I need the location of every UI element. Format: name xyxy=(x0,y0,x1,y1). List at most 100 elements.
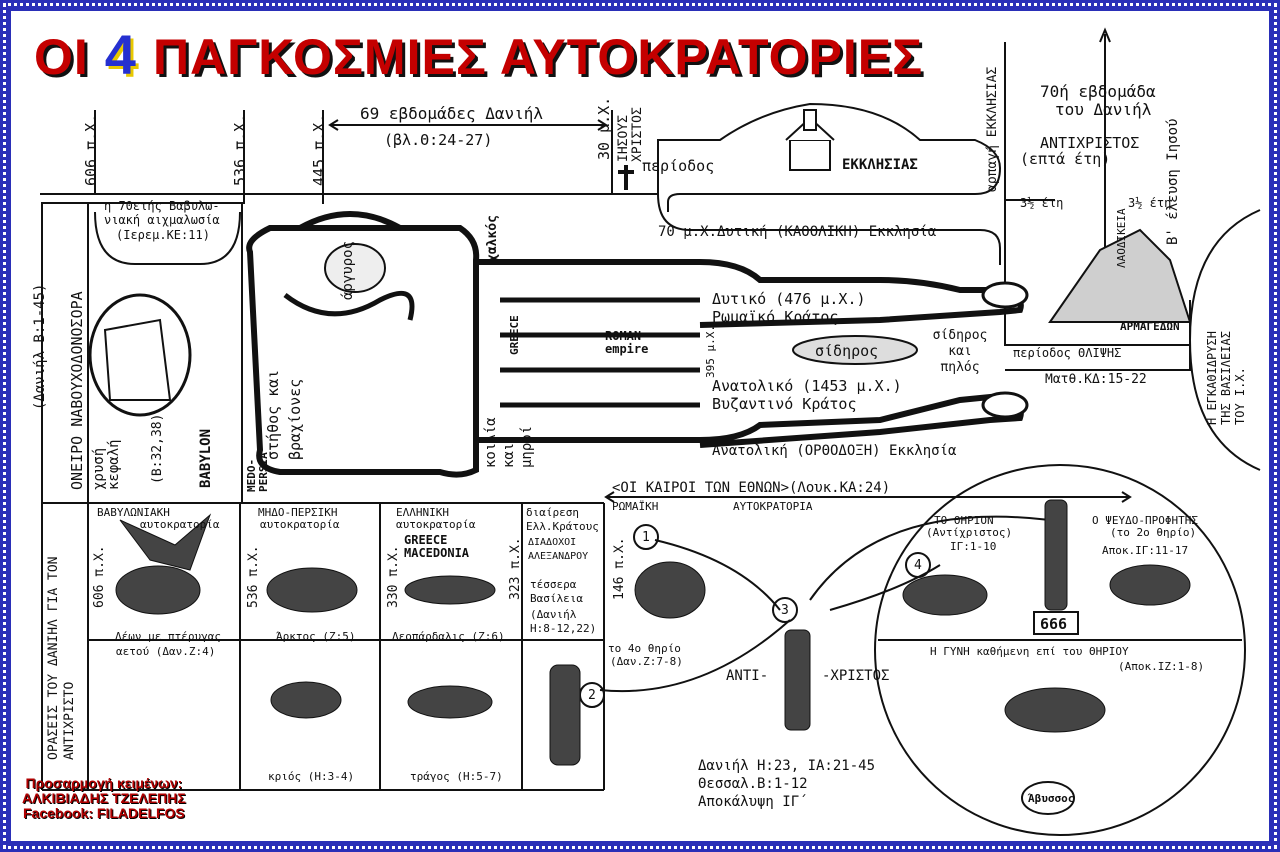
beast-1: ΤΟ ΘΗΡΙΟΝ xyxy=(934,514,994,527)
division-5: τέσσερα xyxy=(530,578,577,591)
medo-emp-2: αυτοκρατορία xyxy=(260,518,340,531)
babylon-emp-2: αυτοκρατορία xyxy=(140,518,220,531)
medo-emp-1: ΜΗΔΟ-ΠΕΡΣΙΚΗ xyxy=(258,506,338,519)
babylon-label: BABYLON xyxy=(198,428,214,488)
west-church: 70 μ.Χ.Δυτική (ΚΑΘΟΛΙΚΗ) Εκκλησία xyxy=(658,224,937,240)
gold-head-ref: (Β:32,38) xyxy=(150,413,165,484)
roman-emp-label-2: ΑΥΤΟΚΡΑΤΟΡΙΑ xyxy=(733,500,813,513)
armageddon-label: ΑΡΜΑΓΕΔΩΝ xyxy=(1120,320,1180,333)
credit-line-3: Facebook: FILADELFOS xyxy=(22,805,185,821)
medo-emp-date: 536 π.Χ. xyxy=(246,545,261,608)
beast4-2: (Δαν.Ζ:7-8) xyxy=(610,655,683,668)
division-2: Ελλ.Κράτους xyxy=(526,520,599,533)
jesus-label: ΙΗΣΟΥΣ ΧΡΙΣΤΟΣ xyxy=(616,107,645,162)
church-period-left: περίοδος xyxy=(642,157,715,175)
greece-label: GREECE xyxy=(508,315,521,355)
circle-4: 4 xyxy=(914,558,922,573)
west-empire-1: Δυτικό (476 μ.Χ.) xyxy=(712,290,866,308)
greece-macedonia: GREECE MACEDONIA xyxy=(404,533,470,560)
week70-line2: του Δανιήλ xyxy=(1055,100,1152,119)
circle-2: 2 xyxy=(588,688,596,703)
east-empire-1: Ανατολικό (1453 μ.Χ.) xyxy=(712,377,902,395)
ref-daniel: Δανιήλ Η:23, ΙΑ:21-45 xyxy=(698,758,876,774)
beast-3: ΙΓ:1-10 xyxy=(950,540,997,553)
week70-years: (επτά έτη) xyxy=(1020,150,1111,168)
tribulation-label: περίοδος ΘΛΙΨΗΣ xyxy=(1013,346,1122,360)
half-left: 3½ έτη xyxy=(1020,196,1064,210)
babylon-emp-1: ΒΑΒΥΛΩΝΙΑΚΗ xyxy=(97,506,170,519)
west-empire-2: Ρωμαϊκό Κράτος xyxy=(712,308,839,326)
division-8: Η:8-12,22) xyxy=(530,622,597,635)
daniel-weeks-label: 69 εβδομάδες Δανιήλ xyxy=(360,104,544,123)
ram-label: κριός (Η:3-4) xyxy=(268,770,355,783)
antichrist-right: -ΧΡΙΣΤΟΣ xyxy=(822,668,890,684)
belly-label: κοιλία και μηροί xyxy=(483,417,535,468)
lion-label-2: αετού (Δαν.Ζ:4) xyxy=(116,645,216,658)
matt-ref: Ματθ.ΚΔ:15-22 xyxy=(1045,372,1147,387)
credit: Προσαρμογή κειμένων: ΑΛΚΙΒΙΑΔΗΣ ΤΖΕΛΕΠΗΣ… xyxy=(22,776,186,821)
ref-thess: Θεσσαλ.Β:1-12 xyxy=(698,776,808,792)
title-main: ΠΑΓΚΟΣΜΙΕΣ ΑΥΤΟΚΡΑΤΟΡΙΕΣ xyxy=(152,29,924,85)
bear-label: Άρκτος (Ζ:5) xyxy=(276,630,356,643)
circle-3: 3 xyxy=(781,603,789,618)
division-4: ΑΛΕΞΑΝΔΡΟΥ xyxy=(528,551,589,562)
false-prophet-2: (το 2ο θηρίο) xyxy=(1110,526,1197,539)
antichrist-left: ΑΝΤΙ- xyxy=(726,668,769,684)
division-7: (Δανιήλ xyxy=(530,608,577,621)
false-prophet-3: Αποκ.ΙΓ:11-17 xyxy=(1102,544,1189,557)
roman-emp-date: 146 π.Χ. xyxy=(612,537,627,600)
church-period-right: ΕΚΚΛΗΣΙΑΣ xyxy=(842,157,918,173)
chest-arms-label: στήθος και βραχίονες xyxy=(264,369,304,460)
number-666: 666 xyxy=(1040,615,1068,633)
credit-line-2: ΑΛΚΙΒΙΑΔΗΣ ΤΖΕΛΕΠΗΣ xyxy=(22,790,186,806)
iron-label: σίδηρος xyxy=(815,342,879,360)
lion-label-1: Λέων με πτέρυγας xyxy=(115,630,221,643)
woman-2: (Αποκ.ΙΖ:1-8) xyxy=(1118,660,1205,673)
roman-label: ROMAN empire xyxy=(605,329,649,356)
second-coming: Β' έλευση Ιησού xyxy=(1165,118,1181,245)
goat-label: τράγος (Η:5-7) xyxy=(410,770,503,783)
visions-label: ΟΡΑΣΕΙΣ ΤΟΥ ΔΑΝΙΗΛ ΓΙΑ ΤΟΝ ΑΝΤΙΧΡΙΣΤΟ xyxy=(46,556,77,761)
leopard-label: Λεοπάρδαλις (Ζ:6) xyxy=(392,630,505,643)
east-church: Ανατολική (ΟΡΘΟΔΟΞΗ) Εκκλησία xyxy=(712,443,957,459)
week70-line1: 70ή εβδομάδα xyxy=(1040,82,1156,101)
gentiles-label: <ΟΙ ΚΑΙΡΟΙ ΤΩΝ ΕΘΝΩΝ>(Λουκ.ΚΑ:24) xyxy=(612,480,891,496)
east-empire-2: Βυζαντινό Κράτος xyxy=(712,395,857,413)
greek-emp-2: αυτοκρατορία xyxy=(396,518,476,531)
kingdom-label: Η ΕΓΚΑΘΙΔΡΥΣΗ ΤΗΣ ΒΑΣΙΛΕΙΑΣ ΤΟΥ Ι.Χ. xyxy=(1205,331,1247,425)
false-prophet-1: Ο ΨΕΥΔΟ-ΠΡΟΦΗΤΗΣ xyxy=(1092,514,1198,527)
dream-ref: (Δανιήλ Β:1-45) xyxy=(32,283,48,410)
greek-emp-date: 330 π.Χ. xyxy=(386,545,401,608)
beast-2: (Αντίχριστος) xyxy=(926,526,1013,539)
date-536: 536 π.Χ. xyxy=(231,113,249,186)
gold-head: χρυσή κεφαλή xyxy=(91,439,122,490)
abyss-label: Άβυσσος xyxy=(1028,792,1075,805)
dream-label: ΟΝΕΙΡΟ ΝΑΒΟΥΧΟΔΟΝΟΣΟΡΑ xyxy=(68,291,86,490)
page-title: ΟΙ 4 ΠΑΓΚΟΣΜΙΕΣ ΑΥΤΟΚΡΑΤΟΡΙΕΣ xyxy=(34,22,923,87)
iron-clay-label: σίδηρος και πηλός xyxy=(932,328,988,375)
greek-emp-date2: 323 π.Χ. xyxy=(508,537,523,600)
silver-label: άργυρος xyxy=(340,240,356,300)
roman-emp-label: ΡΩΜΑΪΚΗ xyxy=(612,500,659,513)
date-445: 445 π.Χ. xyxy=(310,113,328,186)
beast4-1: το 4ο θηρίο xyxy=(608,642,681,655)
captivity-ref: (Ιερεμ.ΚΕ:11) xyxy=(116,228,210,242)
title-prefix: ΟΙ xyxy=(34,29,89,85)
half-right: 3½ έτη xyxy=(1128,196,1172,210)
captivity-line2: νιακή αιχμαλωσία xyxy=(104,213,220,227)
date-606: 606 π.Χ. xyxy=(82,113,100,186)
laodicea-label: ΛΑΟΔΙΚΕΙΑ xyxy=(1115,208,1128,268)
babylon-emp-date: 606 π.Χ. xyxy=(92,545,107,608)
rapture-label: αρπαγή ΕΚΚΛΗΣΙΑΣ xyxy=(985,66,1000,192)
inner-border xyxy=(9,9,1271,843)
woman-1: Η ΓΥΝΗ καθήμενη επί του ΘΗΡΙΟΥ xyxy=(930,645,1129,658)
date-30: 30 μ.Χ. xyxy=(595,96,613,160)
division-3: ΔΙΑΔΟΧΟΙ xyxy=(528,537,577,548)
week70-antichrist: ΑΝΤΙΧΡΙΣΤΟΣ xyxy=(1040,134,1140,152)
title-number: 4 xyxy=(104,23,137,86)
daniel-weeks-ref: (βλ.Θ:24-27) xyxy=(384,131,493,149)
year-395: 395 μ.Χ. xyxy=(704,325,717,378)
circle-1: 1 xyxy=(642,530,650,545)
